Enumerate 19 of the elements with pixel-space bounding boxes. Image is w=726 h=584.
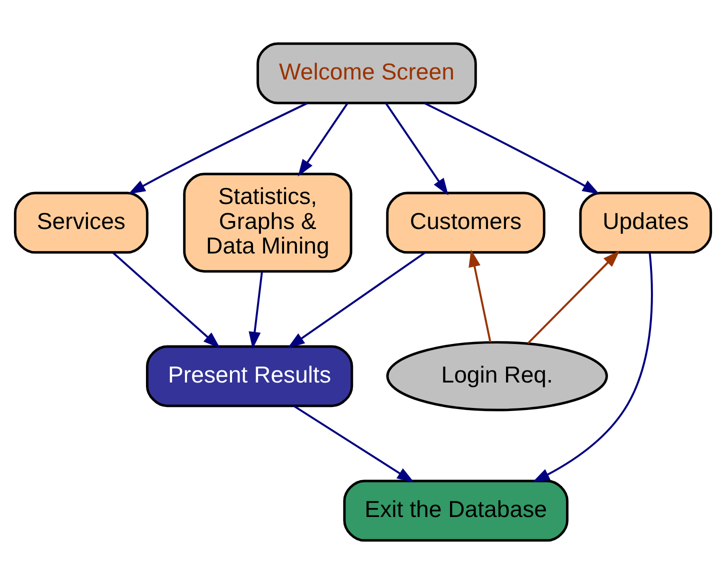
arrow (532, 252, 653, 482)
node-ellipse: Login Req. (386, 341, 608, 412)
node-box: Customers (386, 192, 546, 254)
arrow (293, 405, 414, 483)
arrow (248, 272, 263, 350)
node-box: Services (14, 192, 148, 254)
arrow (385, 102, 448, 196)
arrow (424, 102, 600, 194)
arrow (288, 252, 426, 348)
arrow (298, 102, 348, 176)
node-box: Welcome Screen (256, 42, 477, 104)
arrow (128, 102, 308, 194)
arrow (112, 252, 220, 348)
node-box: Exit the Database (343, 480, 568, 542)
arrow (527, 250, 620, 344)
node-box: Updates (579, 192, 712, 254)
arrow (468, 250, 492, 342)
node-box: Statistics, Graphs & Data Mining (183, 172, 352, 273)
node-box: Present Results (146, 345, 354, 408)
